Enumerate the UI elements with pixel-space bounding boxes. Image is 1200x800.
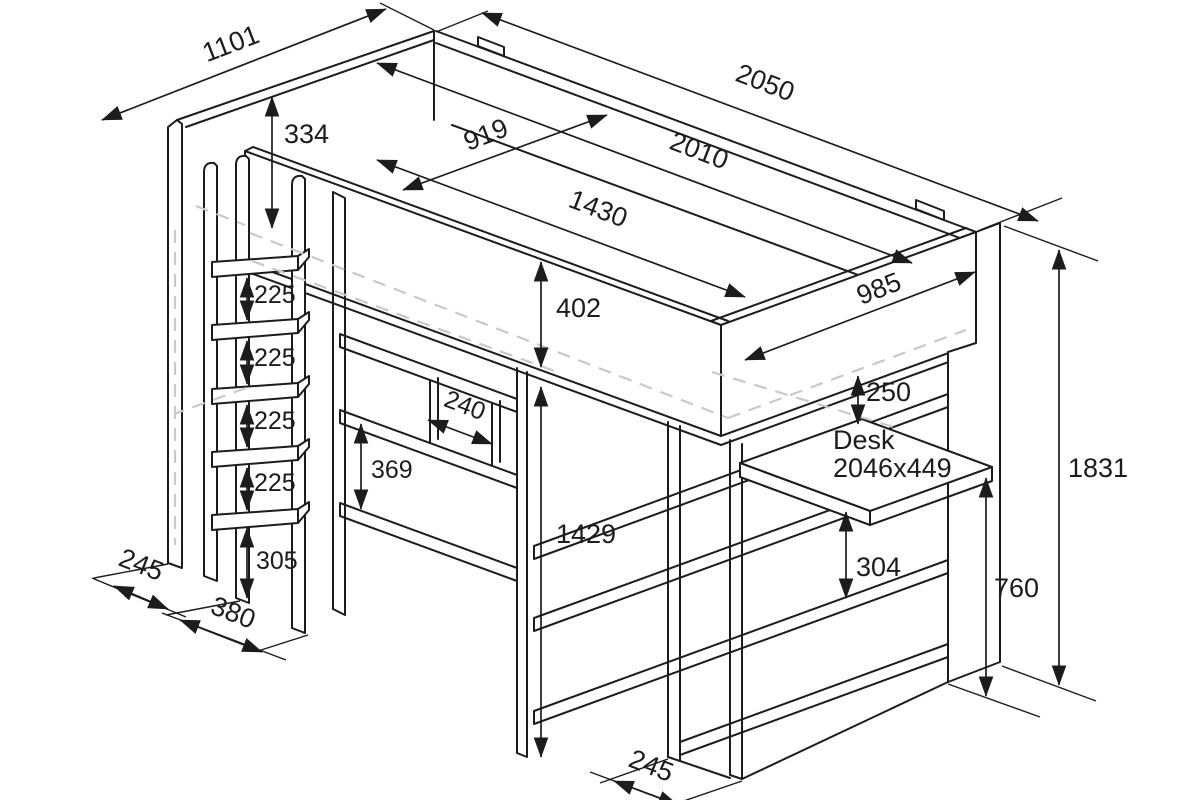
desk-unit-side-panel-front <box>667 421 681 762</box>
underbed-desk-unit <box>516 367 993 780</box>
dim-desk-base-depth: 245 <box>625 744 678 788</box>
side-shelf-top <box>339 333 518 413</box>
dim-shelf-gap: 250 <box>866 377 911 407</box>
floor-edge-right <box>679 681 949 780</box>
dim-step-spacing-2: 225 <box>254 344 296 372</box>
desk-label: Desk <box>833 425 895 455</box>
back-rail-notch-right <box>915 199 945 221</box>
shelf-divider-left <box>429 377 439 443</box>
bed-front-left-post <box>332 191 346 616</box>
dim-step-spacing-4: 225 <box>254 469 296 497</box>
side-shelf-bottom <box>339 502 518 582</box>
dim-step-spacing-1: 225 <box>254 281 296 309</box>
side-shelf-middle <box>339 409 518 489</box>
desk-size-label: 2046x449 <box>833 453 952 483</box>
dim-mattress-length: 1430 <box>565 184 632 234</box>
dim-shelf-opening-height: 369 <box>371 456 413 484</box>
dim-headboard-drop: 334 <box>284 119 329 149</box>
dim-step-spacing-3: 225 <box>254 407 296 435</box>
dim-underbed-clearance: 1429 <box>556 519 616 549</box>
hidden-edges <box>173 204 967 545</box>
dim-desk-height: 760 <box>994 573 1039 603</box>
dim-bottom-step-height: 305 <box>256 547 298 575</box>
dim-front-rail-height: 402 <box>556 293 601 323</box>
dim-ladder-width: 380 <box>207 591 260 635</box>
side-shelf-unit <box>339 333 518 582</box>
back-rail-top-edge <box>435 30 977 233</box>
desk-unit-side-panel-back <box>729 439 743 780</box>
dim-desk-shelf-spacing: 304 <box>856 552 901 582</box>
dim-inner-length: 2010 <box>666 126 733 176</box>
middle-post <box>516 367 528 758</box>
dim-mattress-width: 919 <box>459 113 512 157</box>
dim-overall-length: 2050 <box>732 58 799 108</box>
back-rail-notch-left <box>477 36 505 57</box>
dim-overall-height: 1831 <box>1068 453 1128 483</box>
shelf-divider-right <box>491 400 501 466</box>
dim-ladder-side-depth: 245 <box>115 543 168 587</box>
underbed-shelf-bottom <box>679 643 949 756</box>
